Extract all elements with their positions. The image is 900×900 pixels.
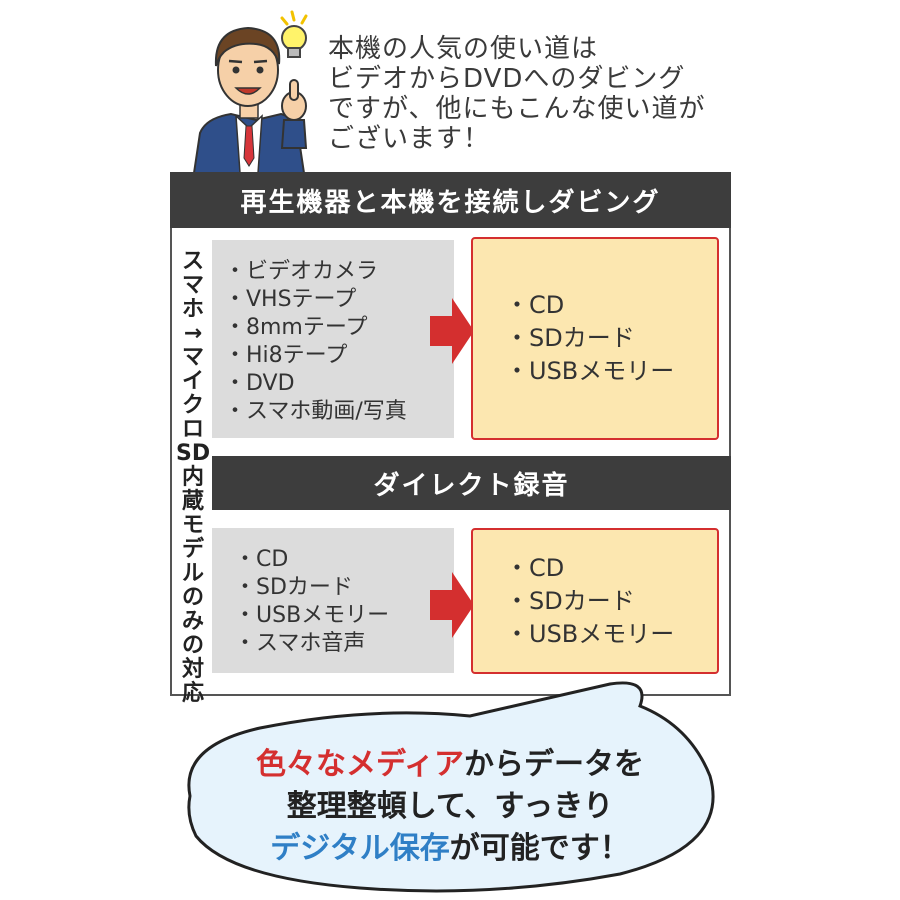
list-item: ・SDカード [505,324,635,352]
list-item: ・CD [505,291,565,319]
person-with-lightbulb-illustration [192,10,308,173]
bubble-highlight-blue: デジタル保存 [270,831,450,866]
list-item: ・SDカード [505,586,635,615]
side-note-char: 内 [181,465,204,490]
list-item: ・スマホ動画/写真 [224,399,407,424]
arrow-right-icon [430,572,474,638]
section2-targets-box: ・CD ・SDカード ・USBメモリー [471,528,719,674]
side-note-char: の [181,633,204,658]
side-note-char: ク [181,393,204,418]
side-note-char: SD [176,441,211,466]
intro-line: ビデオからDVDへのダビング [328,64,686,94]
list-item: ・CD [505,553,565,582]
side-note-char: ル [181,561,204,586]
side-note-char: 応 [181,681,204,706]
section1-sources-box: ・ビデオカメラ ・VHSテープ ・8mmテープ ・Hi8テープ ・DVD ・スマ… [212,240,454,438]
bubble-text: 整理整頓して、すっきり [286,789,614,824]
intro-line: 本機の人気の使い道は [328,34,599,64]
list-item: ・VHSテープ [224,287,357,312]
list-item: ・CD [234,547,289,572]
bubble-highlight-red: 色々なメディア [256,747,464,782]
intro-line: ですが、他にもこんな使い道が [328,94,706,124]
intro-text: 本機の人気の使い道は ビデオからDVDへのダビング ですが、他にもこんな使い道が… [328,34,705,154]
list-item: ・USBメモリー [234,603,390,628]
list-item: ・スマホ音声 [234,631,366,656]
side-note-char: の [181,585,204,610]
bubble-message: 色々なメディアからデータを 整理整頓して、すっきり デジタル保存が可能です！ [190,744,710,870]
list-item: ・USBメモリー [505,619,675,648]
side-note-char: イ [181,369,204,394]
intro-line: ございます！ [328,124,491,154]
side-note-char: 蔵 [181,489,204,514]
side-note-char: → [183,321,203,346]
side-note-char: ロ [181,417,204,442]
list-item: ・USBメモリー [505,357,675,385]
side-note-char: ホ [181,297,204,322]
list-item: ・Hi8テープ [224,343,348,368]
side-note-char: モ [181,513,204,538]
bubble-text: が可能です！ [449,831,630,866]
list-item: ・DVD [224,371,295,396]
section2-title-bar: ダイレクト録音 [212,456,731,510]
section1-targets-box: ・CD ・SDカード ・USBメモリー [471,237,719,440]
arrow-right-icon [430,298,474,364]
section1-title: 再生機器と本機を接続しダビング [240,187,661,218]
section1-title-bar: 再生機器と本機を接続しダビング [170,172,731,228]
side-note-char: 対 [181,657,204,682]
list-item: ・ビデオカメラ [224,259,379,284]
side-note-char: マ [181,273,204,298]
side-note-char: ス [181,249,204,274]
section2-title: ダイレクト録音 [373,470,570,501]
list-item: ・8mmテープ [224,315,368,340]
side-note-char: み [181,609,204,634]
section2-sources-box: ・CD ・SDカード ・USBメモリー ・スマホ音声 [212,528,454,673]
list-item: ・SDカード [234,575,353,600]
speech-bubble [187,681,715,893]
side-note-char: デ [181,537,204,562]
side-note-char: マ [181,345,204,370]
bubble-text: からデータを [463,747,644,782]
